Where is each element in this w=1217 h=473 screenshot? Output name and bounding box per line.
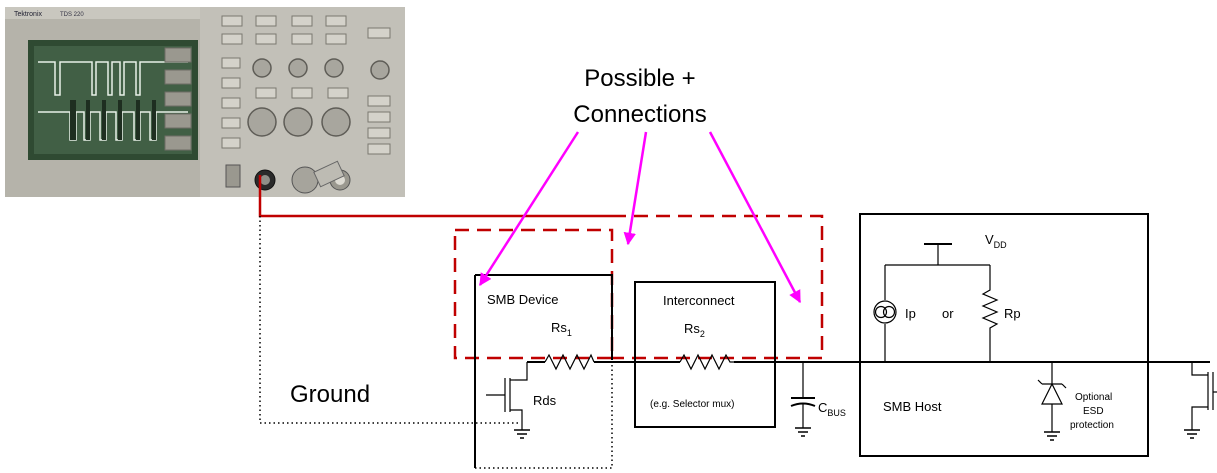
scope-model: TDS 220 — [60, 12, 84, 18]
arrow-to-bus-capacitor — [708, 131, 802, 304]
esd-diode-icon — [1037, 362, 1067, 441]
rs2-resistor — [679, 353, 734, 371]
scope-brand: Tektronix — [14, 11, 43, 18]
or-label: or — [942, 306, 954, 321]
smb-host-title: SMB Host — [883, 399, 942, 414]
smb-device-box — [475, 274, 613, 360]
esd-line3: protection — [1070, 420, 1114, 431]
vdd-label: VDD — [985, 232, 1007, 250]
arrow-to-smb-device — [478, 131, 580, 287]
right-transistor — [1184, 362, 1217, 439]
possible-connections-line1: Possible + — [584, 65, 695, 92]
rs2-label: Rs2 — [684, 321, 705, 339]
scope-panel-buttons — [221, 15, 391, 155]
possible-connections-line2: Connections — [573, 101, 706, 128]
interconnect-box — [634, 281, 776, 428]
esd-line2: ESD — [1083, 406, 1104, 417]
scope-waveform — [38, 61, 188, 141]
ground-label: Ground — [290, 381, 370, 408]
interconnect-title: Interconnect — [663, 293, 735, 308]
rs1-label: Rs1 — [551, 320, 572, 338]
interconnect-block: Interconnect Rs2 (e.g. Selector mux) — [634, 281, 776, 428]
esd-line1: Optional — [1075, 392, 1112, 403]
interconnect-note: (e.g. Selector mux) — [650, 399, 734, 410]
rp-label: Rp — [1004, 306, 1021, 321]
bus-capacitor — [790, 362, 816, 437]
smb-host-block: SMB Host VDD Ip or Rp Optional ESD prote… — [859, 213, 1149, 457]
rs1-resistor — [544, 353, 595, 371]
smb-device-block: SMB Device Rs1 Rds — [474, 274, 613, 469]
smb-host-box — [859, 213, 1149, 457]
rds-transistor — [486, 362, 530, 439]
oscilloscope-photo: Tektronix TDS 220 — [5, 7, 405, 197]
smb-device-title: SMB Device — [487, 292, 559, 307]
scope-knobs — [247, 58, 390, 137]
probe-ground-wire — [259, 216, 520, 424]
rp-resistor — [981, 265, 999, 362]
ip-label: Ip — [905, 306, 916, 321]
arrow-to-interconnect — [623, 131, 648, 246]
scope-bnc-connectors — [225, 160, 351, 194]
current-source-icon — [873, 300, 897, 324]
connection-zone-interconnect — [612, 214, 824, 360]
rds-label: Rds — [533, 393, 557, 408]
scope-menu-buttons — [164, 47, 192, 151]
cbus-label: CBUS — [818, 400, 846, 418]
